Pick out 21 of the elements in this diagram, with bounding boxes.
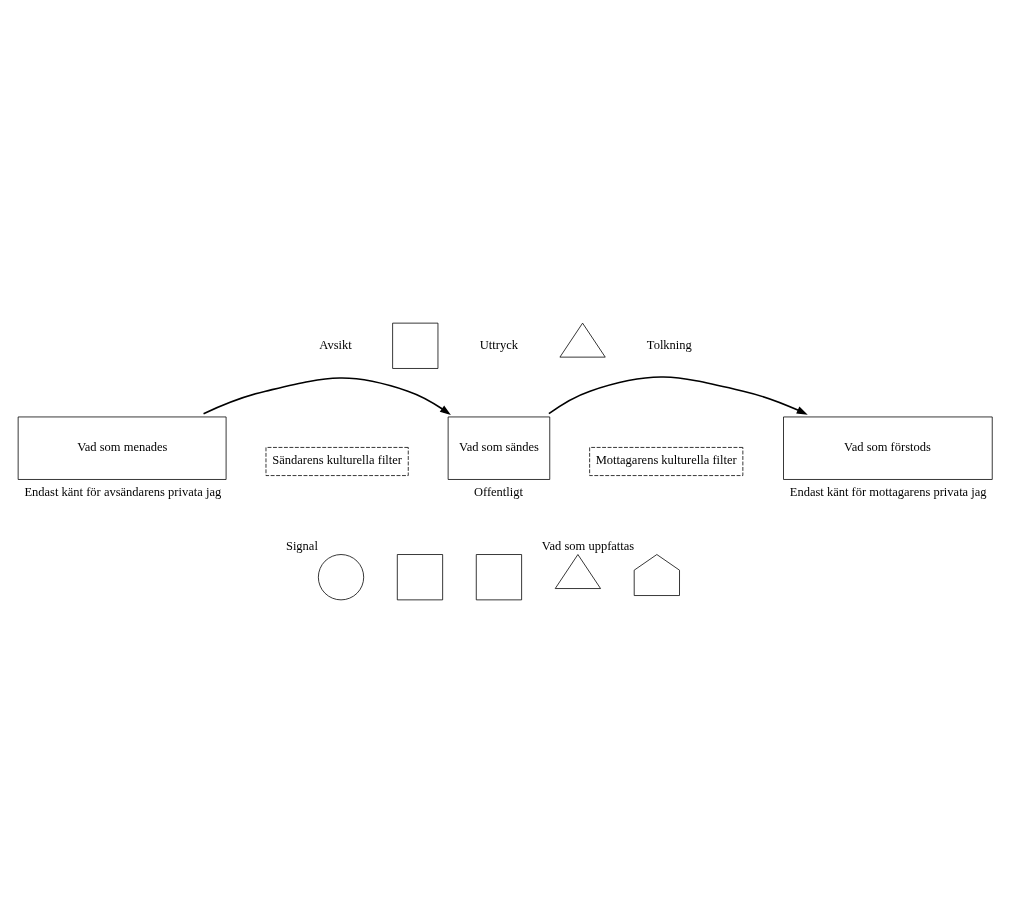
- node-box: Sändarens kulturella filter: [265, 446, 409, 476]
- node-box: Vad som förstods: [783, 416, 993, 480]
- node-box: [475, 553, 522, 600]
- node-box: Vad som sändes: [447, 416, 551, 480]
- node-box: Mottagarens kulturella filter: [589, 446, 744, 476]
- node-box: [392, 322, 439, 369]
- node-label: Vad som uppfattas: [541, 538, 635, 553]
- label: Avsikt: [319, 337, 352, 352]
- arrow: [548, 375, 808, 415]
- node-label: Signal: [285, 538, 318, 553]
- node-box: Vad som menades: [17, 416, 227, 480]
- node-label: Endast känt för mottagarens privata jag: [789, 484, 987, 499]
- label: Uttryck: [479, 337, 519, 352]
- node-label: Endast känt för avsändarens privata jag: [24, 484, 222, 499]
- label: Tolkning: [646, 337, 692, 352]
- arrow: [202, 376, 451, 415]
- node-triangle: [559, 322, 606, 357]
- node-box: [396, 553, 444, 600]
- node-triangle: [554, 553, 601, 589]
- node-label: Offentligt: [473, 484, 523, 499]
- node-circle: [317, 553, 365, 600]
